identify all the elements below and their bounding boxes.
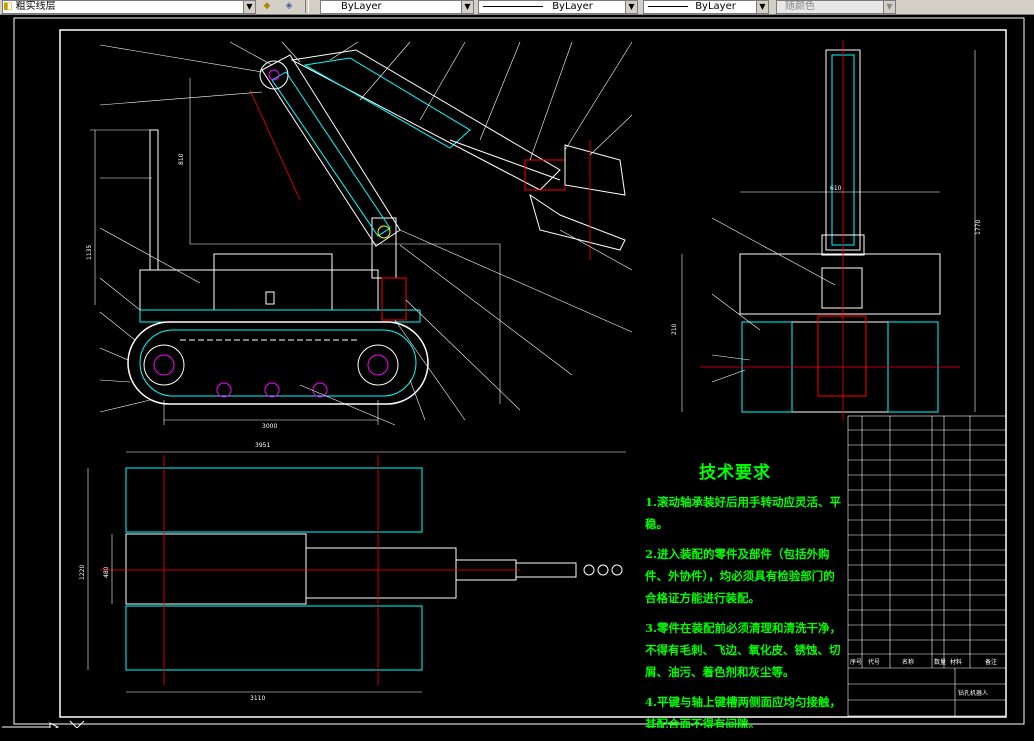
chevron-down-icon[interactable]: ▼ [625, 1, 637, 13]
layers-manager-icon[interactable]: ◈ [285, 1, 293, 11]
tech-item-4: 4.平键与轴上键槽两侧面应均匀接触，其配合面不得有间隙。 [645, 695, 842, 731]
front-view [681, 40, 976, 420]
tech-item-1: 1.滚动轴承装好后用手转动应灵活、平稳。 [645, 495, 842, 531]
tech-item-3: 3.零件在装配前必须清理和清洗干净，不得有毛刺、飞边、氧化皮、锈蚀、切屑、油污、… [645, 621, 842, 679]
dim-plan-inner: 480 [103, 566, 110, 578]
dim-arm-vert: 810 [178, 153, 185, 165]
plan-view [87, 451, 626, 693]
layer-dropdown[interactable]: ◧ 粗实线层 ▼ [2, 0, 256, 14]
properties-toolbar: ◧ 粗实线层 ▼ ◆ ◈ ByLayer ▼ ByLayer ▼ ByLayer… [0, 0, 1034, 15]
chevron-down-icon[interactable]: ▼ [461, 1, 473, 13]
linetype-sample [483, 5, 543, 7]
dimension-labels: 3000 810 1135 3951 3110 1220 480 610 177… [79, 153, 982, 702]
layer-name: 粗实线层 [15, 1, 56, 12]
plotstyle-dropdown[interactable]: 随颜色 ▼ [776, 0, 896, 14]
dim-mast: 1135 [86, 245, 93, 260]
technical-requirements: 技术要求 1.滚动轴承装好后用手转动应灵活、平稳。 2.进入装配的零件及部件（包… [645, 458, 845, 735]
color-value: ByLayer [341, 1, 382, 12]
drawing-frame [13, 17, 1025, 725]
header-qty: 数量 [934, 658, 946, 666]
dim-plan-length: 3951 [255, 442, 270, 449]
dim-front-height: 1770 [975, 220, 982, 235]
layer-state-icon[interactable]: ◆ [263, 1, 271, 11]
model-tabs-bar [0, 728, 1034, 741]
header-note: 备注 [985, 658, 997, 666]
dim-plan-track: 3110 [250, 695, 265, 702]
header-seq: 序号 [850, 658, 862, 666]
tech-title: 技术要求 [699, 463, 771, 483]
dim-front-low: 210 [671, 323, 678, 335]
cad-drawing: 3000 810 1135 3951 3110 1220 480 610 177… [13, 17, 1025, 725]
side-dimensions [90, 78, 501, 425]
chevron-down-icon[interactable]: ▼ [756, 1, 768, 13]
layer-icon: ◧ [3, 1, 13, 12]
title-block-text: 序号 代号 名称 数量 材料 备注 钻孔机器人 [850, 658, 997, 697]
toolbar-separator [305, 0, 309, 13]
lineweight-sample [648, 5, 688, 7]
linetype-dropdown[interactable]: ByLayer ▼ [478, 0, 638, 14]
lineweight-value: ByLayer [695, 1, 736, 12]
dim-front-width: 610 [830, 185, 842, 192]
dim-side-width: 3000 [262, 423, 277, 430]
chevron-down-icon[interactable]: ▼ [883, 1, 895, 13]
lineweight-dropdown[interactable]: ByLayer ▼ [643, 0, 769, 14]
header-name: 名称 [902, 658, 914, 666]
color-dropdown[interactable]: ByLayer ▼ [320, 0, 474, 14]
drawing-name: 钻孔机器人 [958, 689, 988, 697]
title-block [847, 415, 1007, 717]
tech-item-2: 2.进入装配的零件及部件（包括外购件、外协件），均必须具有检验部门的合格证方能进… [645, 547, 835, 605]
linetype-value: ByLayer [552, 1, 593, 12]
header-code: 代号 [868, 658, 880, 666]
header-mat: 材料 [950, 658, 962, 666]
dim-plan-height: 1220 [79, 565, 86, 580]
leader-lines [99, 41, 633, 426]
chevron-down-icon[interactable]: ▼ [243, 1, 255, 13]
drawing-canvas[interactable]: 3000 810 1135 3951 3110 1220 480 610 177… [0, 15, 1034, 736]
plotstyle-value: 随颜色 [785, 1, 815, 12]
